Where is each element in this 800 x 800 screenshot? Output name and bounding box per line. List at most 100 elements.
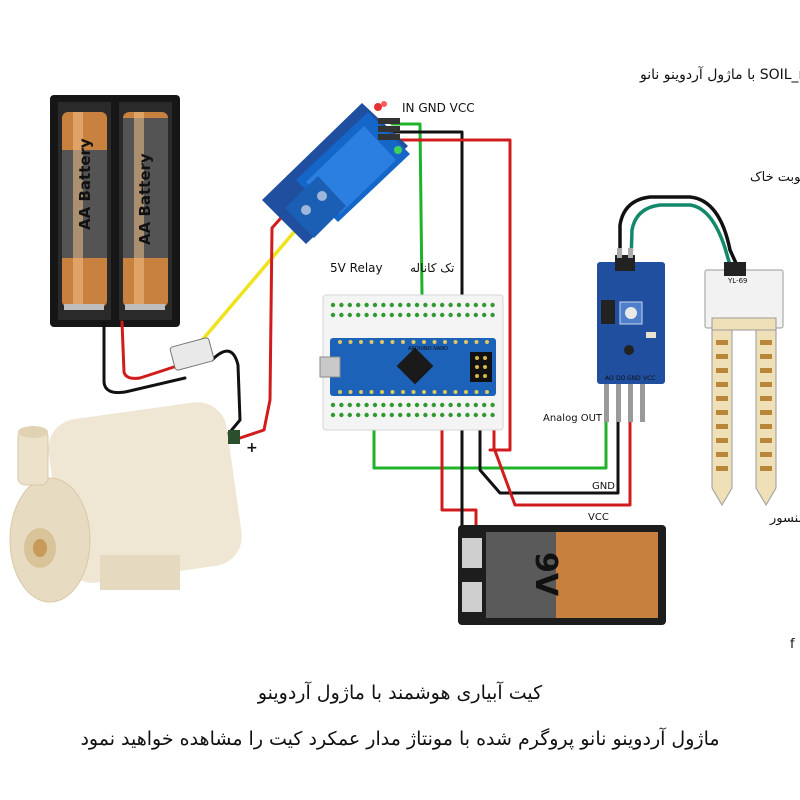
nano-pin [485, 340, 489, 344]
breadboard-hole [389, 312, 394, 318]
breadboard-hole [448, 302, 453, 308]
breadboard-hole [372, 302, 378, 308]
aa-battery-holder: AA Battery AA Battery [50, 95, 180, 327]
breadboard-hole [364, 412, 369, 418]
nano-pin [369, 390, 374, 394]
relay-name-label: 5V Relay [330, 261, 383, 275]
nano-pin [422, 390, 426, 394]
breadboard-hole [406, 312, 411, 318]
nano-pin [401, 390, 405, 394]
breadboard-hole [347, 302, 352, 308]
diagram-title: کیت آموزش آبیاری هوشمند مهندسیکا مدل سنس… [639, 66, 800, 83]
probe-trace [716, 466, 728, 471]
breadboard-hole [440, 402, 445, 408]
probe-traces [716, 340, 772, 471]
breadboard-hole [381, 302, 386, 308]
module-pin-gnd: GND [627, 375, 641, 382]
nano-pin [390, 390, 395, 394]
breadboard-hole [473, 312, 478, 318]
breadboard-hole [456, 312, 462, 318]
module-pin-vcc: VCC [643, 375, 655, 382]
probe-trace [760, 438, 772, 443]
breadboard-hole [448, 412, 453, 418]
pump-plus-mark: + [246, 440, 258, 456]
probe-trace [760, 410, 772, 415]
breadboard-hole [465, 402, 470, 408]
breadboard-hole [490, 312, 495, 318]
probe-trace [716, 396, 728, 401]
breadboard-hole [339, 402, 344, 408]
breadboard-hole [473, 412, 478, 418]
breadboard-hole [330, 302, 336, 308]
module-pin-ao: AO [605, 375, 614, 382]
breadboard-hole [440, 412, 445, 418]
breadboard-hole [490, 402, 495, 408]
breadboard-hole [356, 302, 361, 308]
breadboard-hole [381, 312, 386, 318]
breadboard-hole [406, 302, 411, 308]
nano-pin [359, 390, 363, 394]
nano-pin [474, 390, 479, 394]
breadboard-hole [423, 312, 428, 318]
sensor-title-label: سنسور سنجش رطوبت خاک [750, 170, 800, 185]
probe-trace [760, 368, 772, 373]
breadboard-hole [347, 312, 352, 318]
probe-trace [716, 354, 728, 359]
breadboard-hole [414, 412, 420, 418]
breadboard-hole [482, 302, 487, 308]
breadboard-holes [330, 302, 495, 418]
gnd-label: GND [592, 481, 615, 492]
breadboard-hole [465, 412, 470, 418]
aa-battery-label-1: AA Battery [76, 138, 94, 230]
relay-channel-label: تک کاناله [410, 261, 454, 275]
probe-trace [716, 340, 728, 345]
breadboard-hole [482, 402, 487, 408]
breadboard-hole [398, 312, 403, 318]
breadboard-hole [364, 302, 369, 308]
breadboard-hole [448, 402, 453, 408]
nano-pin [422, 340, 426, 344]
nano-pin [411, 340, 416, 344]
caption-subtitle: ماژول آردوینو نانو پروگرم شده با مونتاژ … [80, 728, 720, 750]
breadboard-hole [490, 302, 495, 308]
probe-trace [760, 382, 772, 387]
probe-trace [760, 452, 772, 457]
probe-trace [716, 410, 728, 415]
breadboard-hole [330, 312, 336, 318]
breadboard-hole [431, 312, 436, 318]
nano-pins [338, 340, 489, 394]
breadboard-hole [406, 402, 411, 408]
breadboard-hole [456, 412, 462, 418]
breadboard-hole [330, 412, 336, 418]
breadboard-hole [398, 302, 403, 308]
nano-pin [464, 390, 468, 394]
nano-pin [453, 340, 458, 344]
breadboard-hole [330, 402, 336, 408]
probe-trace [760, 424, 772, 429]
breadboard-hole [364, 312, 369, 318]
nano-pin [485, 390, 489, 394]
probe-trace [760, 396, 772, 401]
breadboard-hole [440, 312, 445, 318]
nano-pin [390, 340, 395, 344]
breadboard-hole [440, 302, 445, 308]
breadboard-hole [389, 402, 394, 408]
breadboard-hole [423, 302, 428, 308]
breadboard-hole [356, 402, 361, 408]
nano-pin [380, 390, 384, 394]
nano-pin [338, 390, 342, 394]
probe-trace [760, 340, 772, 345]
probe-trace [716, 382, 728, 387]
breadboard-hole [473, 402, 478, 408]
probe-trace [716, 452, 728, 457]
probe-trace [760, 354, 772, 359]
aa-battery-label-2: AA Battery [136, 153, 154, 245]
breadboard-hole [381, 412, 386, 418]
nano-pin [369, 340, 374, 344]
nano-pin [359, 340, 363, 344]
breadboard-hole [356, 412, 361, 418]
breadboard-hole [482, 312, 487, 318]
caption-title: کیت آبیاری هوشمند با ماژول آردوینو [257, 682, 543, 704]
breadboard-hole [431, 302, 436, 308]
breadboard-hole [339, 412, 344, 418]
